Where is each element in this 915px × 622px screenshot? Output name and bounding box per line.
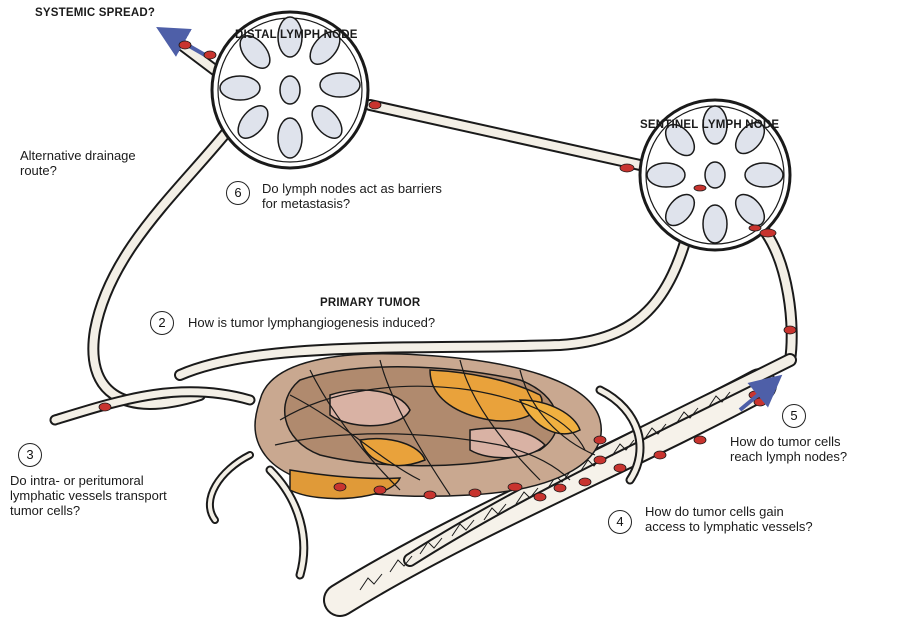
question-number-2: 2 [150,311,174,335]
question-number-4: 4 [608,510,632,534]
question-number-5: 5 [782,404,806,428]
label-alternative-drainage: Alternative drainage route? [20,148,136,178]
question-number-6: 6 [226,181,250,205]
question-6-text: Do lymph nodes act as barriers for metas… [262,181,442,211]
label-sentinel-lymph-node: SENTINEL LYMPH NODE [640,118,779,133]
question-3-text: Do intra- or peritumoral lymphatic vesse… [10,473,167,518]
question-number-3: 3 [18,443,42,467]
question-5-text: How do tumor cells reach lymph nodes? [730,434,847,464]
primary-tumor [255,354,601,499]
label-distal-lymph-node: DISTAL LYMPH NODE [235,28,358,43]
label-primary-tumor: PRIMARY TUMOR [320,296,420,311]
label-systemic-spread: SYSTEMIC SPREAD? [35,6,155,21]
question-4-text: How do tumor cells gain access to lympha… [645,504,813,534]
question-2-text: How is tumor lymphangiogenesis induced? [188,315,435,330]
